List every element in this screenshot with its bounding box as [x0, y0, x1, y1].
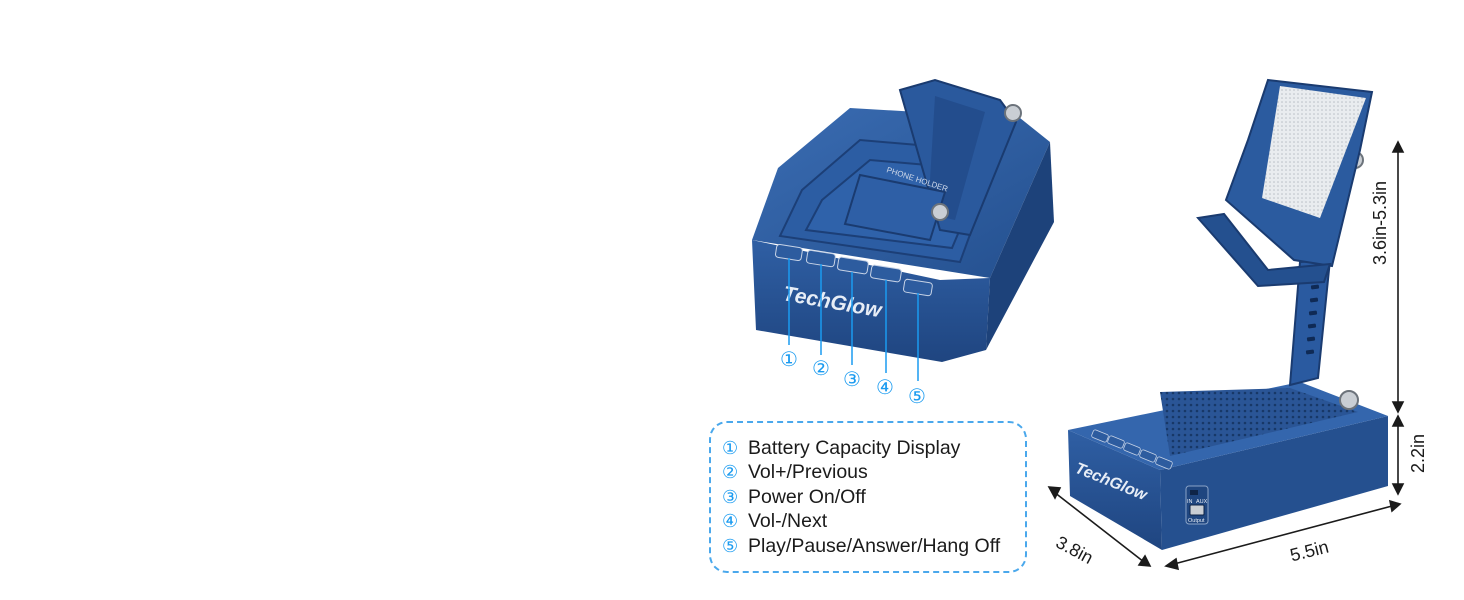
- legend-text: Power On/Off: [748, 485, 866, 508]
- height-range-label: 3.6in-5.3in: [1370, 180, 1390, 265]
- power-button[interactable]: [837, 256, 869, 275]
- callout-2: ②: [812, 357, 830, 380]
- folded-speaker-device: PHONE HOLDER TechGlow: [752, 78, 1054, 381]
- in-port-label: IN: [1187, 499, 1193, 505]
- legend-number: ②: [722, 462, 739, 483]
- holder-pad: [1262, 86, 1366, 218]
- callout-leaders: [788, 258, 919, 381]
- legend-box: [709, 421, 1027, 573]
- vol-down-button[interactable]: [870, 264, 902, 283]
- legend-item: ⑤ Play/Pause/Answer/Hang Off: [722, 534, 1000, 559]
- legend-text: Play/Pause/Answer/Hang Off: [748, 534, 1001, 557]
- callout-1: ①: [780, 348, 798, 371]
- legend-number: ①: [722, 437, 739, 458]
- callout-3: ③: [843, 368, 861, 391]
- legend-item: ③ Power On/Off: [722, 485, 1000, 510]
- legend-item: ① Battery Capacity Display: [722, 436, 1000, 461]
- callout-4: ④: [876, 376, 894, 399]
- base-height-label: 2.2in: [1408, 433, 1428, 473]
- vol-up-button[interactable]: [806, 249, 836, 268]
- legend-item: ② Vol+/Previous: [722, 461, 1000, 486]
- legend-text: Vol+/Previous: [748, 461, 868, 484]
- in-port[interactable]: [1190, 490, 1198, 495]
- legend-number: ④: [722, 511, 739, 532]
- play-pause-button[interactable]: [903, 278, 933, 297]
- aux-port-label: AUX: [1196, 499, 1208, 505]
- callout-5: ⑤: [908, 385, 926, 408]
- button-legend: ① Battery Capacity Display ② Vol+/Previo…: [722, 436, 1000, 559]
- dimension-arrows: [1047, 140, 1405, 571]
- legend-number: ③: [722, 486, 739, 507]
- legend-text: Vol-/Next: [748, 510, 828, 533]
- unfolded-stand-device: TechGlow IN AUX Output: [1068, 78, 1388, 550]
- legend-item: ④ Vol-/Next: [722, 510, 1000, 535]
- battery-display-button[interactable]: [774, 243, 803, 262]
- output-port-label: Output: [1188, 518, 1205, 524]
- legend-text: Battery Capacity Display: [748, 436, 961, 459]
- legend-number: ⑤: [722, 535, 739, 556]
- usb-output-port[interactable]: [1189, 504, 1205, 516]
- speaker-grille: [1160, 388, 1358, 456]
